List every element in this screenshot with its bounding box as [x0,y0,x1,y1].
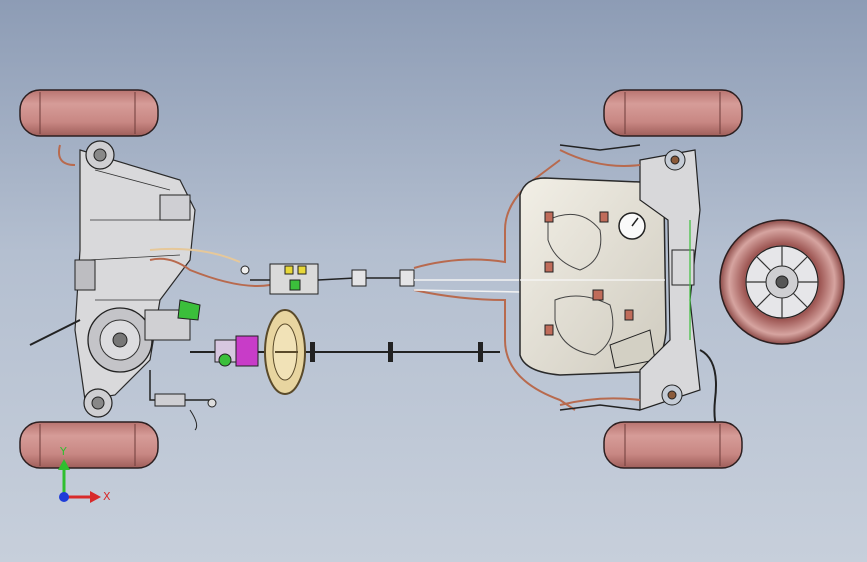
fuel-tank[interactable] [519,177,667,376]
steering-wheel[interactable] [264,309,306,395]
rear-left-tire[interactable] [603,89,743,137]
rear-axle-assembly[interactable] [559,144,726,446]
coordinate-triad-icon: Y X [58,445,111,503]
shifter-module[interactable] [240,263,319,295]
front-left-tire[interactable] [19,89,159,137]
front-right-tire[interactable] [19,421,159,469]
triad-x-label: X [103,490,111,503]
steering-column[interactable] [190,335,500,367]
front-axle-assembly[interactable] [29,140,271,431]
brake-cables[interactable] [317,159,576,411]
spare-wheel-icon[interactable] [719,219,845,345]
triad-y-label: Y [59,445,67,458]
rear-right-tire[interactable] [603,421,743,469]
